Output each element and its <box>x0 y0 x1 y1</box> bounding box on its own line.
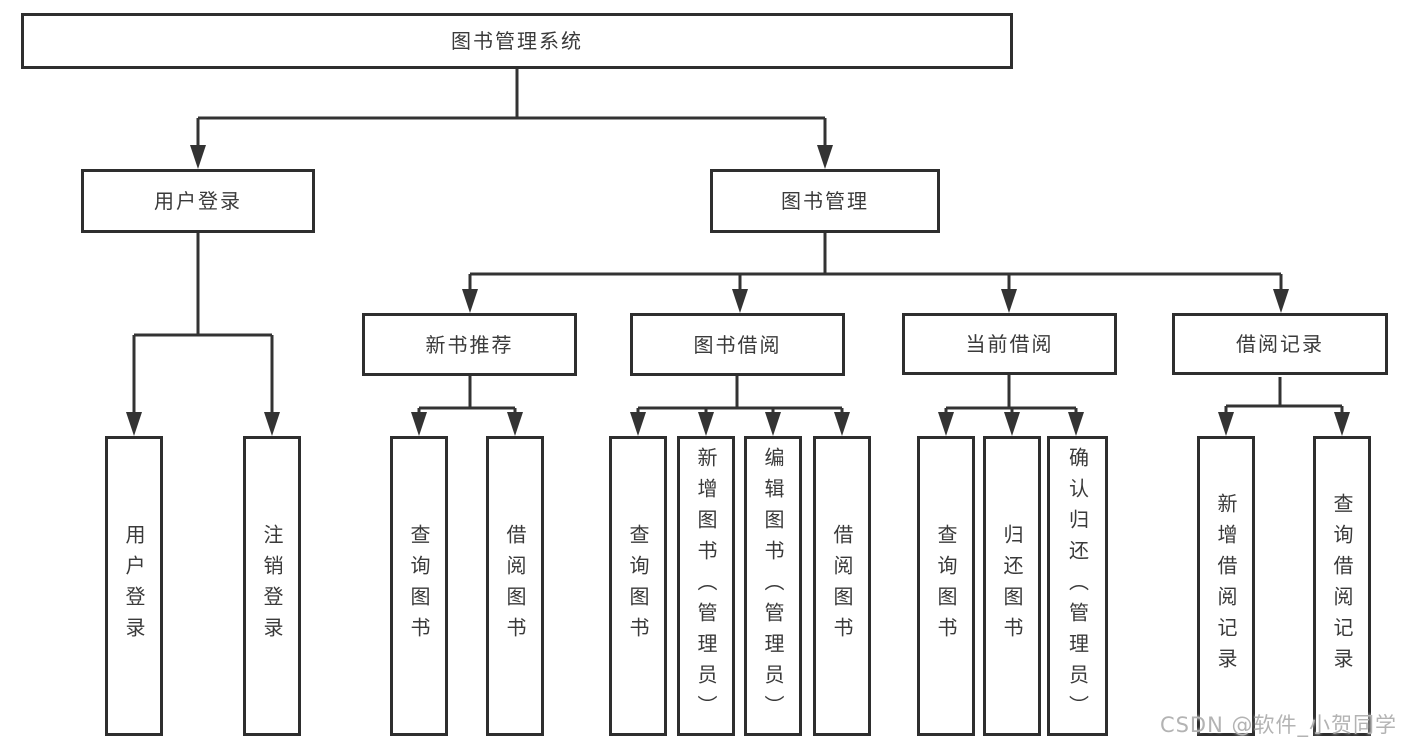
connector-borrow-records-children <box>1218 377 1350 436</box>
node-borrow-records: 借阅记录 <box>1172 313 1388 375</box>
node-current-borrow: 当前借阅 <box>902 313 1117 375</box>
node-leaf-bb-edit-admin: 编辑图书（管理员） <box>744 436 802 736</box>
connector-new-books-children <box>411 376 523 436</box>
node-user-login-branch: 用户登录 <box>81 169 315 233</box>
node-leaf-logout: 注销登录 <box>243 436 301 736</box>
node-leaf-nb-borrow: 借阅图书 <box>486 436 544 736</box>
node-leaf-rec-add: 新增借阅记录 <box>1197 436 1255 736</box>
connector-book-borrow-children <box>630 376 850 436</box>
connector-root-children <box>190 69 833 169</box>
connector-book-mgmt-children <box>462 232 1289 313</box>
node-leaf-bb-borrow: 借阅图书 <box>813 436 871 736</box>
connector-current-borrow-children <box>938 375 1084 436</box>
node-leaf-nb-query: 查询图书 <box>390 436 448 736</box>
node-leaf-cb-return: 归还图书 <box>983 436 1041 736</box>
node-leaf-user-login: 用户登录 <box>105 436 163 736</box>
connector-user-login-children <box>126 233 280 436</box>
node-leaf-cb-confirm-admin: 确认归还（管理员） <box>1047 436 1108 736</box>
node-leaf-cb-query: 查询图书 <box>917 436 975 736</box>
csdn-watermark: CSDN @软件_小贺同学 <box>1159 713 1397 737</box>
node-root: 图书管理系统 <box>21 13 1013 69</box>
node-new-books: 新书推荐 <box>362 313 577 376</box>
node-book-mgmt-branch: 图书管理 <box>710 169 940 233</box>
node-book-borrow: 图书借阅 <box>630 313 845 376</box>
node-leaf-bb-query: 查询图书 <box>609 436 667 736</box>
node-leaf-rec-query: 查询借阅记录 <box>1313 436 1371 736</box>
node-leaf-bb-add-admin: 新增图书（管理员） <box>677 436 735 736</box>
